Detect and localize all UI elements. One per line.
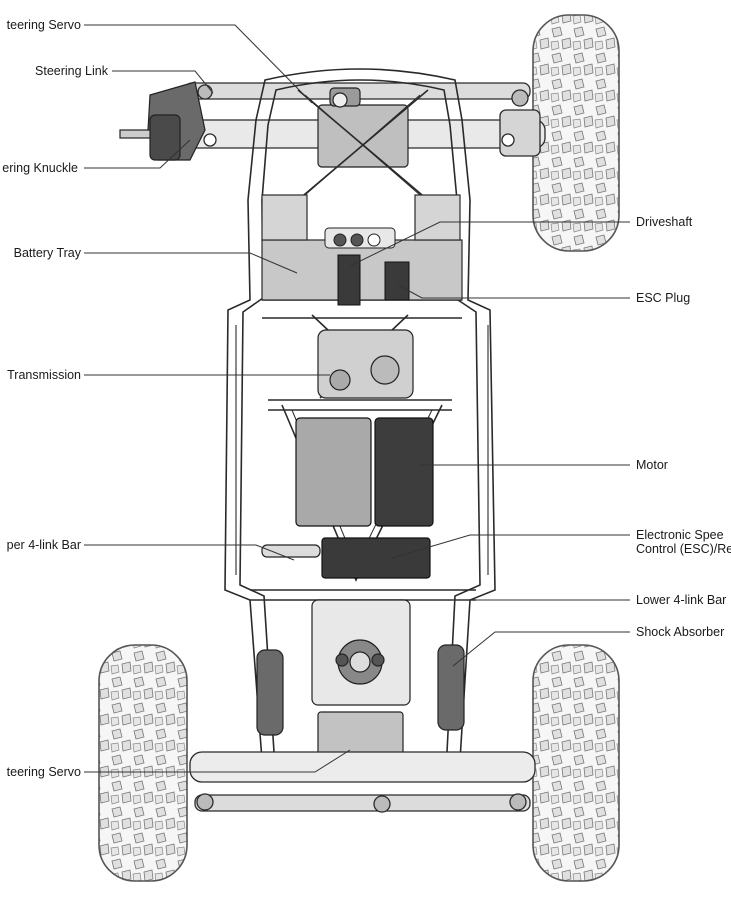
label-battery-tray: Battery Tray xyxy=(13,246,81,260)
leader-esc-plug xyxy=(397,284,630,299)
esc-plug xyxy=(384,261,410,301)
label-driveshaft: Driveshaft xyxy=(636,215,693,229)
rear-left-shock xyxy=(256,649,284,736)
leader-upper-4link xyxy=(84,544,295,561)
motor xyxy=(295,417,434,527)
label-upper-4link-bar: per 4-link Bar xyxy=(6,538,81,552)
leader-shock-absorber xyxy=(452,631,630,667)
label-esc-line2: Control (ESC)/Re xyxy=(636,542,731,556)
label-esc-plug: ESC Plug xyxy=(636,291,691,305)
label-steering-knuckle: ering Knuckle xyxy=(2,161,78,175)
battery-tray xyxy=(261,194,463,301)
esc-receiver xyxy=(321,537,431,579)
front-right-tire xyxy=(532,14,620,252)
label-rear-steering-servo: teering Servo xyxy=(6,765,81,779)
label-shock-absorber: Shock Absorber xyxy=(636,625,725,639)
transmission xyxy=(317,329,414,399)
label-esc-line1: Electronic Spee xyxy=(636,528,724,542)
leader-battery-tray xyxy=(84,252,298,274)
leader-driveshaft xyxy=(349,221,630,267)
rear-right-tire xyxy=(532,644,620,882)
front-steering-servo xyxy=(317,87,409,168)
rear-axle xyxy=(189,751,536,813)
label-lower-4link-bar: Lower 4-link Bar xyxy=(636,593,727,607)
label-motor: Motor xyxy=(636,458,668,472)
label-steering-link: Steering Link xyxy=(35,64,108,78)
leader-esc xyxy=(391,534,630,559)
rear-right-shock xyxy=(437,644,465,731)
receiver-connectors xyxy=(324,227,396,249)
rear-gear-cover xyxy=(311,599,411,706)
leader-lines xyxy=(84,24,630,773)
upper-4link-bar xyxy=(261,544,321,558)
leader-front-steering-servo xyxy=(84,24,313,104)
label-transmission: Transmission xyxy=(7,368,81,382)
front-left-knuckle xyxy=(119,81,206,161)
leader-rear-steering-servo xyxy=(84,749,351,773)
leader-steering-link xyxy=(112,70,214,94)
rear-left-tire xyxy=(98,644,188,882)
label-front-steering-servo: teering Servo xyxy=(6,18,81,32)
leader-steering-knuckle xyxy=(84,139,191,169)
front-driveshaft xyxy=(337,254,361,306)
